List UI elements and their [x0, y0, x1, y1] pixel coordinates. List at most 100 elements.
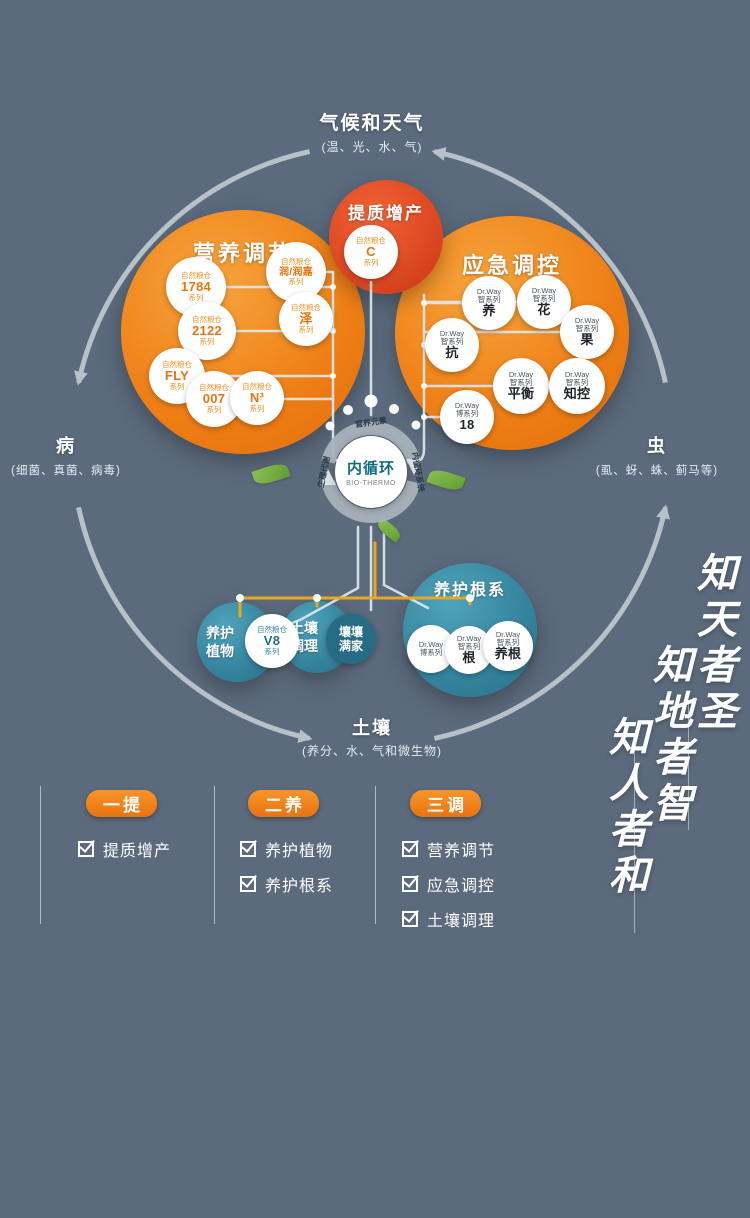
product-name: 2122: [191, 322, 223, 338]
legend-column-santiao: 三调 营养调节 应急调控 土壤调理: [398, 790, 558, 942]
plant-care-title: 养护植物: [206, 624, 234, 659]
product-name: 1784: [180, 278, 212, 294]
legend-item: 土壤调理: [402, 907, 558, 931]
product-series: 系列: [264, 647, 280, 657]
product-brand: Dr.Way: [418, 639, 444, 649]
product-name: 润/润嘉: [279, 266, 313, 278]
product-name: 养根: [494, 646, 522, 662]
legend-item: 养护植物: [240, 837, 396, 861]
product-series: 系列: [169, 382, 185, 392]
product-brand: Dr.Way: [495, 629, 521, 639]
product-brand: Dr.Way: [454, 400, 480, 410]
legend-divider: [375, 786, 376, 924]
product-name: N³: [249, 389, 265, 405]
product-line: 博系列: [419, 648, 443, 657]
product-circle-n3: 自然粮仓 N³ 系列: [230, 371, 284, 425]
product-brand: 自然粮仓: [242, 381, 272, 391]
product-brand: Dr.Way: [476, 286, 502, 296]
quality-title: 提质增产: [348, 204, 424, 223]
product-line: 智系列: [496, 637, 520, 647]
product-line: 智系列: [565, 377, 589, 387]
legend-item-label: 养护植物: [265, 843, 334, 860]
bio-thermo-hub: 营养元素 生理代谢 内循环系统 内循环 BIO-THERMO: [316, 416, 426, 527]
product-circle-yanggen: Dr.Way 智系列 养根: [483, 621, 533, 671]
product-series: 系列: [206, 405, 222, 415]
product-name: V8: [263, 632, 281, 648]
calligraphy-line: [688, 700, 689, 830]
legend-column-yiti: 一提 提质增产: [74, 790, 234, 872]
product-brand: Dr.Way: [508, 369, 534, 379]
product-brand: Dr.Way: [439, 328, 465, 338]
legend-item: 养护根系: [240, 872, 396, 896]
yellow-connector-lines: [238, 541, 472, 618]
product-brand: 自然粮仓: [162, 359, 192, 369]
product-line: 智系列: [440, 336, 464, 346]
product-circle-18: Dr.Way 博系列 18: [440, 390, 494, 444]
legend-item-label: 养护根系: [265, 878, 334, 895]
legend-divider: [40, 786, 41, 924]
product-series: 系列: [188, 293, 204, 303]
cycle-sublabel-climate: (温、光、水、气): [321, 140, 423, 154]
checkbox-icon: [402, 911, 418, 927]
legend-item: 营养调节: [402, 837, 558, 861]
checkbox-icon: [402, 841, 418, 857]
calligraphy-know-people: 知人者和: [602, 716, 649, 900]
product-name: 养: [482, 303, 496, 319]
product-brand: 自然粮仓: [291, 302, 321, 312]
outer-cycle-arrows: [74, 147, 670, 743]
emergency-title: 应急调控: [461, 253, 562, 278]
product-brand: Dr.Way: [456, 633, 482, 643]
product-name: 知控: [563, 386, 591, 402]
legend-button-yiti[interactable]: 一提: [86, 790, 157, 817]
junction-dots: [236, 284, 474, 602]
legend-button-eryang[interactable]: 二养: [248, 790, 319, 817]
product-series: 系列: [288, 276, 304, 286]
hub-center: 内循环 BIO-THERMO: [335, 436, 407, 508]
product-brand: 自然粮仓: [281, 257, 311, 267]
product-name: 壤壤满家: [338, 624, 363, 653]
product-name: 抗: [445, 345, 459, 361]
cycle-label-insects: 虫: [647, 436, 667, 456]
cycle-sublabel-soil: (养分、水、气和微生物): [302, 744, 442, 758]
hub-title: 内循环: [346, 460, 395, 477]
product-circle-yang: Dr.Way 智系列 养: [462, 276, 516, 330]
legend-column-eryang: 二养 养护植物 养护根系: [236, 790, 396, 907]
legend-item-label: 提质增产: [103, 843, 172, 860]
legend-divider: [214, 786, 215, 924]
calligraphy-know-earth: 知地者智: [646, 644, 693, 828]
product-circle-zhikong: Dr.Way 智系列 知控: [549, 358, 605, 414]
product-brand: 自然粮仓: [356, 235, 386, 245]
product-circle-rangrangmanjia: 壤壤满家: [326, 614, 376, 664]
product-circle-kang: Dr.Way 智系列 抗: [425, 318, 479, 372]
root-care-title: 养护根系: [433, 582, 506, 599]
product-line: 智系列: [457, 641, 481, 651]
product-name: 根: [462, 650, 476, 666]
product-series: 系列: [199, 337, 215, 347]
product-brand: Dr.Way: [564, 369, 590, 379]
product-line: 智系列: [509, 377, 533, 387]
product-brand: Dr.Way: [531, 285, 557, 295]
product-name: 花: [537, 302, 551, 318]
product-line: 智系列: [575, 323, 599, 333]
product-circle-guo: Dr.Way 智系列 果: [560, 305, 614, 359]
product-circle-ze: 自然粮仓 泽 系列: [279, 292, 333, 346]
product-name: 果: [580, 332, 594, 348]
product-series: 系列: [298, 325, 314, 335]
product-brand: 自然粮仓: [181, 270, 211, 280]
calligraphy-know-heaven: 知天者圣: [690, 552, 737, 736]
product-name: FLY: [164, 367, 190, 383]
legend-button-santiao[interactable]: 三调: [410, 790, 481, 817]
legend-item: 提质增产: [78, 837, 234, 861]
product-name: 平衡: [507, 386, 535, 402]
product-circle-pingheng: Dr.Way 智系列 平衡: [493, 358, 549, 414]
product-circle-run: 自然粮仓 润/润嘉 系列: [266, 242, 326, 302]
product-series: 系列: [363, 258, 379, 268]
legend-item-label: 应急调控: [427, 878, 496, 895]
cycle-sublabel-insects: (虱、蚜、蛛、蓟马等): [595, 465, 719, 477]
cycle-sublabel-disease: (细菌、真菌、病毒): [11, 465, 121, 477]
product-brand: 自然粮仓: [257, 624, 287, 634]
checkbox-icon: [402, 876, 418, 892]
legend-item: 应急调控: [402, 872, 558, 896]
product-name: 18: [459, 417, 475, 433]
checkbox-icon: [240, 841, 256, 857]
